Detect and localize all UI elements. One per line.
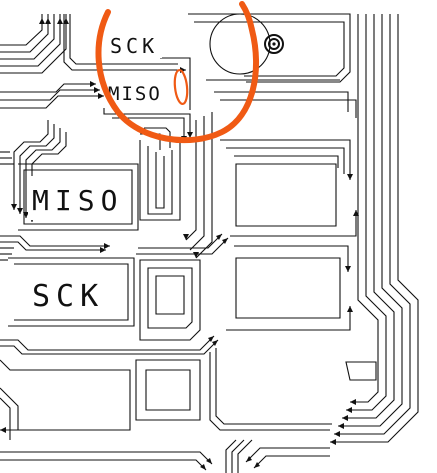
trace-bundle-right-top — [188, 13, 357, 118]
trace-bundle-far-right — [330, 14, 419, 443]
trace-bundle-middle-lower — [136, 233, 229, 341]
label-sck-small: SCK — [110, 34, 158, 58]
annotation-oval — [173, 68, 189, 106]
concentric-circle-icon — [264, 34, 284, 54]
trace-box-sck — [0, 235, 135, 327]
trace-box-miso — [18, 163, 139, 231]
trace-bundles — [0, 13, 419, 473]
trace-arrowheads — [0, 18, 359, 470]
label-miso-large: MISO — [32, 184, 123, 217]
trace-bundle-top-left — [0, 14, 67, 74]
trace-bundle-upper-left — [0, 83, 104, 109]
label-sck-large: SCK — [32, 279, 104, 314]
annotation-marks — [95, 1, 260, 144]
trace-bundle-right-middle — [220, 139, 357, 331]
label-miso-small: MISO — [108, 83, 162, 105]
trace-bundle-bottom — [0, 335, 377, 473]
annotation-circle — [95, 1, 260, 144]
trace-bundle-middle-verticals — [139, 112, 213, 259]
